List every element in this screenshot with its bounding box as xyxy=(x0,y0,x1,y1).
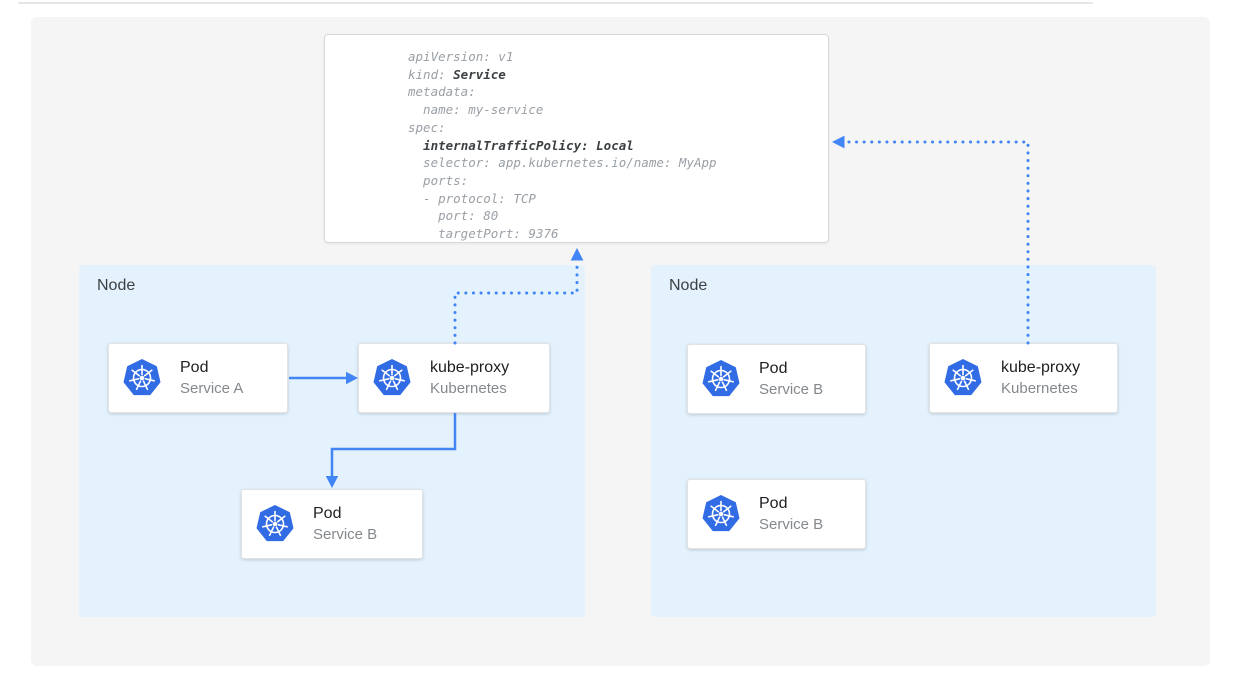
card-kube-proxy-left: kube-proxy Kubernetes xyxy=(358,343,550,413)
card-title: Pod xyxy=(759,360,788,377)
node-box-right: Node Po xyxy=(651,265,1156,617)
card-title: kube-proxy xyxy=(1001,359,1081,376)
card-pod-service-b-right-top: Pod Service B xyxy=(687,344,866,414)
card-subtitle: Service A xyxy=(180,380,244,397)
yaml-line: ports: xyxy=(408,172,469,188)
card-pod-service-b-left: Pod Service B xyxy=(241,489,423,559)
yaml-line: name: my-service xyxy=(408,102,544,118)
node-box-left: Node Po xyxy=(79,265,585,617)
card-pod-service-a: Pod Service A xyxy=(108,343,288,413)
kubernetes-icon xyxy=(944,359,982,396)
yaml-line: port: 80 xyxy=(408,208,499,224)
yaml-line: kind: Service xyxy=(408,66,506,82)
yaml-line: metadata: xyxy=(408,84,476,100)
card-subtitle: Service B xyxy=(313,526,378,543)
node-label: Node xyxy=(97,277,136,294)
top-divider xyxy=(18,2,1093,4)
card-subtitle: Kubernetes xyxy=(1001,380,1078,397)
kubernetes-icon xyxy=(256,505,294,542)
yaml-line: - protocol: TCP xyxy=(408,190,536,206)
yaml-line: apiVersion: v1 xyxy=(408,49,514,64)
card-title: Pod xyxy=(759,495,788,512)
yaml-line: spec: xyxy=(408,119,446,135)
node-label: Node xyxy=(669,277,708,294)
card-subtitle: Service B xyxy=(759,381,824,398)
kubernetes-icon xyxy=(123,359,161,396)
kubernetes-icon xyxy=(702,495,740,532)
diagram-panel: apiVersion: v1 kind: Service metadata: n… xyxy=(31,17,1210,666)
card-title: Pod xyxy=(180,359,209,376)
card-title: Pod xyxy=(313,505,342,522)
yaml-line: targetPort: 9376 xyxy=(408,226,559,242)
kubernetes-icon xyxy=(702,360,740,397)
yaml-line: selector: app.kubernetes.io/name: MyApp xyxy=(408,155,717,171)
card-pod-service-b-right-bottom: Pod Service B xyxy=(687,479,866,549)
service-yaml-box: apiVersion: v1 kind: Service metadata: n… xyxy=(324,34,829,243)
card-subtitle: Kubernetes xyxy=(430,380,507,397)
card-subtitle: Service B xyxy=(759,516,824,533)
kubernetes-icon xyxy=(373,359,411,396)
card-kube-proxy-right: kube-proxy Kubernetes xyxy=(929,343,1118,413)
yaml-line: internalTrafficPolicy: Local xyxy=(423,137,634,153)
card-title: kube-proxy xyxy=(430,359,510,376)
